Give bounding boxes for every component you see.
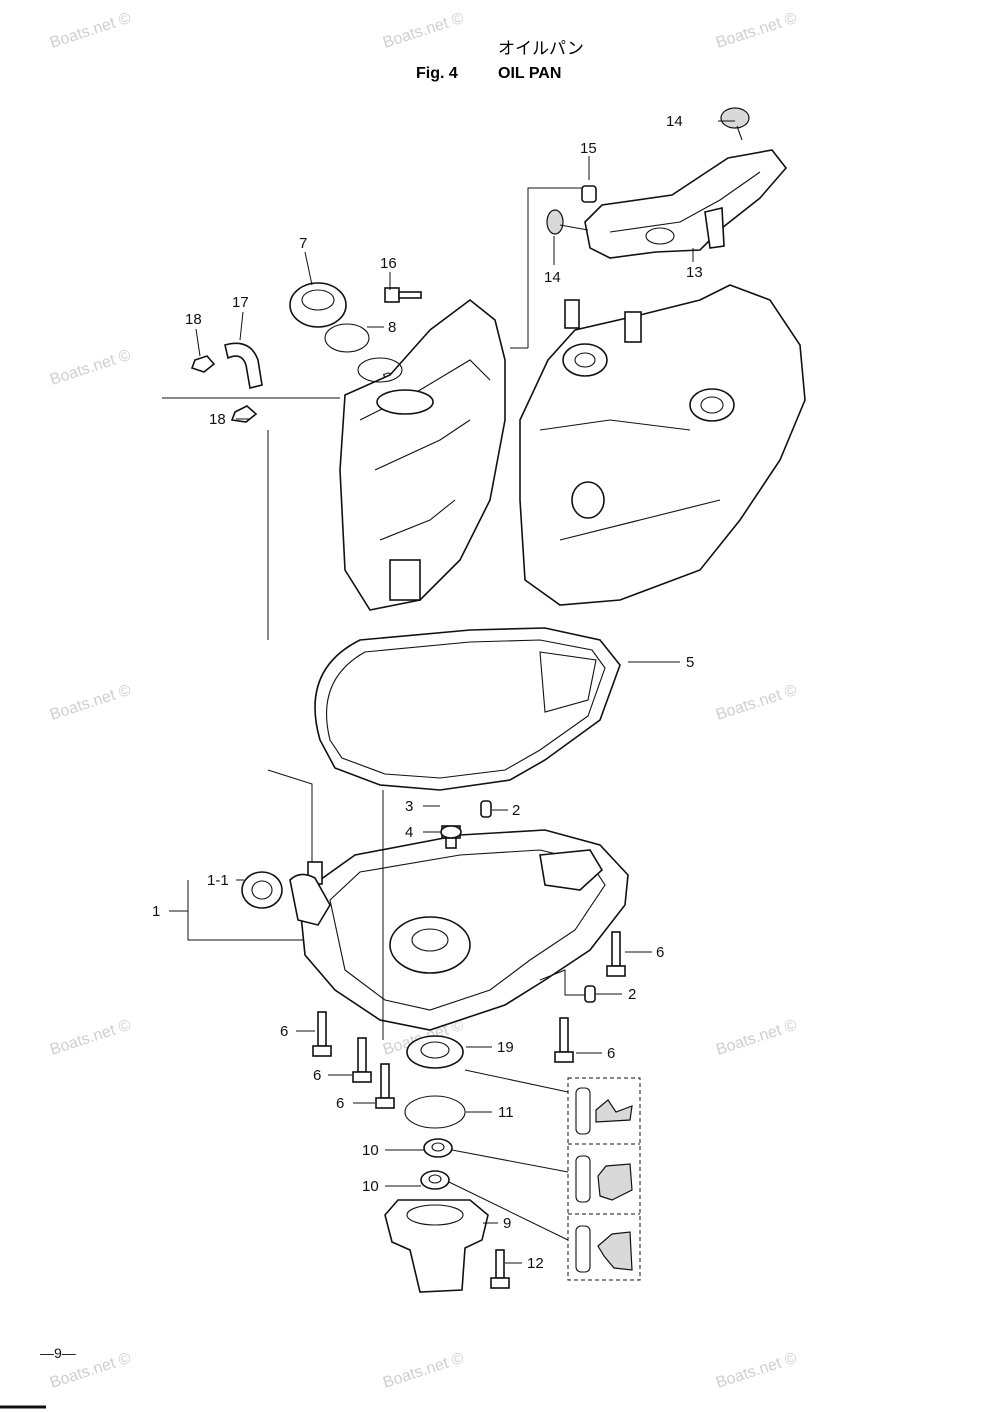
part-6-bolt	[375, 1063, 395, 1109]
part-7-oil-filler-cap	[289, 282, 347, 328]
callout-1: 1	[152, 903, 160, 920]
callout-11: 11	[498, 1104, 514, 1121]
part-13-bracket	[584, 149, 788, 259]
part-6-bolt	[554, 1017, 574, 1063]
callout-19: 19	[497, 1039, 514, 1056]
callout-3: 3	[405, 798, 413, 815]
callout-labels: 14 15 14 13 7 16 17 8 18 18 5 3 2 4 1-1 …	[152, 113, 703, 1272]
callout-10: 10	[362, 1178, 379, 1195]
watermark: Boats.net ©	[48, 682, 133, 724]
part-14-grommet-top	[720, 107, 750, 141]
part-8-o-ring	[324, 323, 370, 353]
part-18-clip-upper	[190, 355, 216, 373]
watermark: Boats.net ©	[48, 347, 133, 389]
page-number: —9—	[40, 1345, 76, 1361]
watermark: Boats.net ©	[48, 1017, 133, 1059]
callout-5: 5	[686, 654, 694, 671]
callout-6: 6	[607, 1045, 615, 1062]
callout-8: 8	[388, 319, 396, 336]
callout-1-1: 1-1	[207, 872, 229, 889]
callout-14: 14	[666, 113, 683, 130]
part-14-grommet-left	[546, 209, 589, 235]
part-10-oil-seal-lower	[420, 1170, 450, 1190]
part-17-hose	[224, 342, 263, 389]
watermark: Boats.net ©	[714, 682, 799, 724]
callout-4: 4	[405, 824, 413, 841]
leader-lines	[162, 120, 735, 1264]
part-12-bolt	[490, 1249, 510, 1289]
cylinder-block-right	[519, 284, 806, 606]
part-10-oil-seal-upper	[423, 1138, 453, 1158]
page-title: OIL PAN	[498, 65, 561, 82]
title-japanese: オイルパン	[498, 39, 584, 59]
watermark: Boats.net ©	[381, 10, 466, 52]
part-18-clip-lower	[230, 405, 258, 423]
part-6-bolt	[606, 931, 626, 977]
callout-7: 7	[299, 235, 307, 252]
seal-orientation-detail	[567, 1077, 641, 1281]
part-1-oil-pan	[289, 829, 629, 1031]
watermark: Boats.net ©	[48, 10, 133, 52]
part-6-bolt	[352, 1037, 372, 1083]
part-6-bolt	[312, 1011, 332, 1057]
callout-6: 6	[280, 1023, 288, 1040]
part-1-1-seal	[241, 871, 283, 909]
callout-6: 6	[313, 1067, 321, 1084]
part-11-o-ring	[404, 1095, 466, 1129]
watermark: Boats.net ©	[381, 1350, 466, 1392]
callout-15: 15	[580, 140, 597, 157]
part-5-gasket	[314, 627, 621, 791]
figure-label: Fig. 4	[416, 65, 458, 82]
callout-14: 14	[544, 269, 561, 286]
callout-12: 12	[527, 1255, 544, 1272]
watermark: Boats.net ©	[714, 10, 799, 52]
part-4-washer	[440, 825, 462, 839]
callout-17: 17	[232, 294, 249, 311]
part-9-seal-housing	[384, 1199, 489, 1293]
part-2-dowel-upper	[480, 800, 492, 818]
part-16-bolt	[384, 287, 422, 303]
cylinder-block-left	[339, 298, 506, 611]
callout-2: 2	[628, 986, 636, 1003]
callout-18: 18	[209, 411, 226, 428]
callout-10: 10	[362, 1142, 379, 1159]
part-2-dowel-lower	[584, 985, 596, 1003]
part-19-oil-seal	[406, 1035, 464, 1069]
watermark: Boats.net ©	[714, 1350, 799, 1392]
callout-9: 9	[503, 1215, 511, 1232]
callout-18: 18	[185, 311, 202, 328]
part-15-collar	[581, 185, 597, 203]
callout-2: 2	[512, 802, 520, 819]
callout-16: 16	[380, 255, 397, 272]
callout-6: 6	[656, 944, 664, 961]
callout-6: 6	[336, 1095, 344, 1112]
watermark: Boats.net ©	[714, 1017, 799, 1059]
callout-13: 13	[686, 264, 703, 281]
